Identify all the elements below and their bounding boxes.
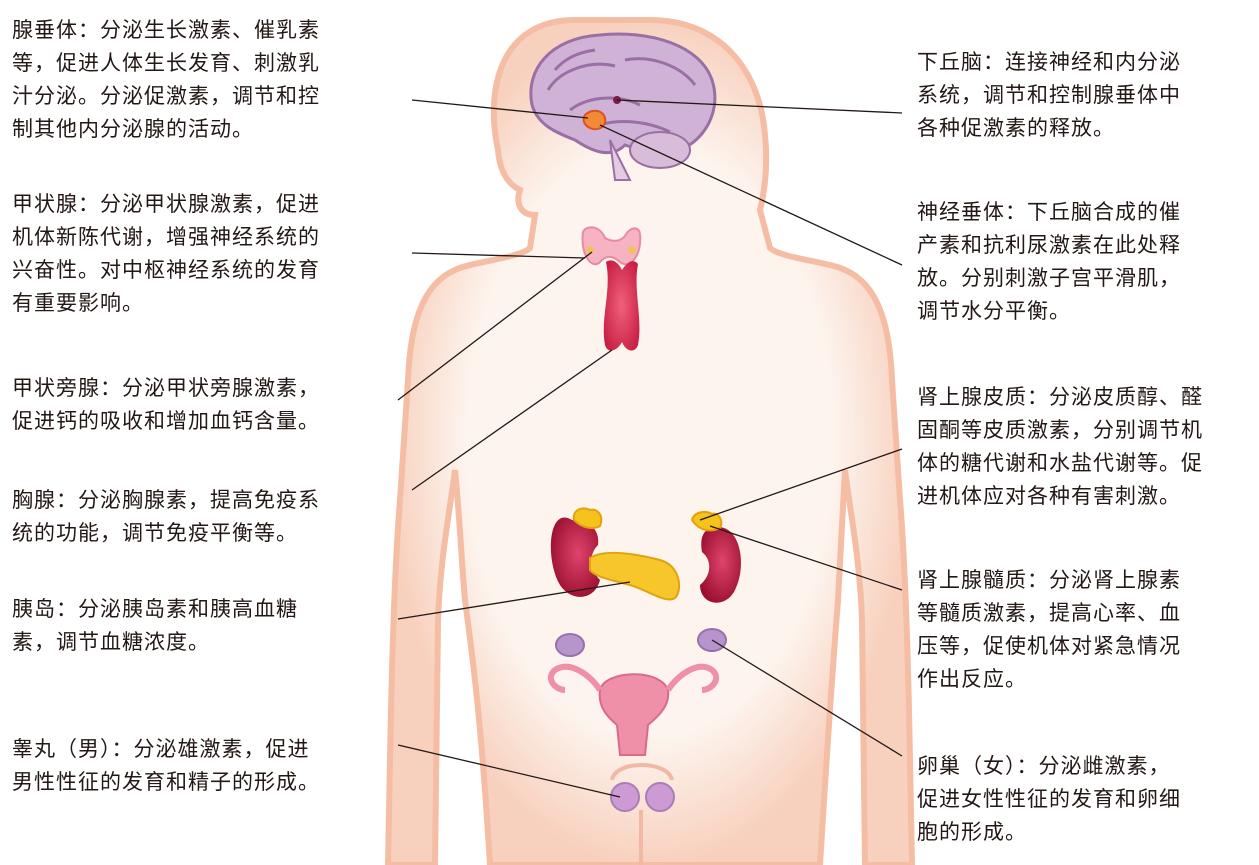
label-neurohypophysis: 神经垂体：下丘脑合成的催 产素和抗利尿激素在此处释 放。分别刺激子宫平滑肌， 调… xyxy=(917,196,1181,328)
label-thyroid: 甲状腺：分泌甲状腺激素，促进 机体新陈代谢，增强神经系统的 兴奋性。对中枢神经系… xyxy=(12,188,320,320)
label-thymus: 胸腺：分泌胸腺素，提高免疫系 统的功能，调节免疫平衡等。 xyxy=(12,484,320,550)
left-ovary xyxy=(556,634,584,656)
label-ovary: 卵巢（女）：分泌雌激素， 促进女性性征的发育和卵细 胞的形成。 xyxy=(917,750,1181,849)
label-hypothalamus: 下丘脑：连接神经和内分泌 系统，调节和控制腺垂体中 各种促激素的释放。 xyxy=(917,46,1181,145)
label-pancreatic-islet: 胰岛：分泌胰岛素和胰高血糖 素，调节血糖浓度。 xyxy=(12,593,298,659)
label-testis: 睾丸（男）：分泌雄激素，促进 男性性征的发育和精子的形成。 xyxy=(12,733,320,799)
parathyroid-gland xyxy=(628,246,636,254)
label-adrenal-cortex: 肾上腺皮质：分泌皮质醇、醛 固酮等皮质激素，分别调节机 体的糖代谢和水盐代谢等。… xyxy=(917,381,1203,513)
label-adrenal-medulla: 肾上腺髓质：分泌肾上腺素 等髓质激素，提高心率、血 压等，促使机体对紧急情况 作… xyxy=(917,564,1181,696)
right-testis xyxy=(646,783,674,811)
left-testis xyxy=(611,783,639,811)
label-pituitary: 腺垂体：分泌生长激素、催乳素 等，促进人体生长发育、刺激乳 汁分泌。分泌促激素，… xyxy=(12,14,320,146)
thymus-gland xyxy=(604,260,640,350)
label-parathyroid: 甲状旁腺：分泌甲状旁腺激素， 促进钙的吸收和增加血钙含量。 xyxy=(12,372,320,438)
